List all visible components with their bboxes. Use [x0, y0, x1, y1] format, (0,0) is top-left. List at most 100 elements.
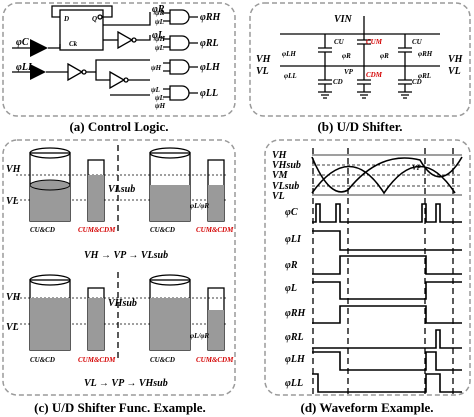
svg-text:VL: VL — [6, 322, 19, 333]
vl-left: VL — [256, 66, 269, 77]
svg-text:ψL: ψL — [155, 18, 164, 26]
and-gate-rh — [163, 9, 198, 25]
out-rh-label: φRH — [200, 12, 222, 23]
control-logic-schematic: D Q Ck φC φR φL φLI ψH ψL — [12, 4, 222, 110]
panel-d-frame — [264, 139, 471, 396]
svg-text:CD: CD — [333, 78, 343, 86]
svg-text:VLsub: VLsub — [108, 184, 135, 195]
svg-text:φRL: φRL — [285, 332, 304, 343]
psi-h-label: ψH — [151, 64, 162, 72]
svg-text:CUM: CUM — [366, 38, 383, 46]
example-arrow-top: VH → VP → VLsub — [84, 250, 168, 261]
vp-curve-1 — [311, 165, 456, 195]
caption-c: (c) U/D Shifter Func. Example. — [34, 400, 206, 415]
trace-phi-rl — [312, 329, 462, 349]
svg-text:φL: φL — [285, 283, 297, 294]
svg-text:φLL: φLL — [285, 378, 303, 389]
out-ll-label: φLL — [200, 88, 218, 99]
svg-text:CUM&CDM: CUM&CDM — [196, 226, 234, 234]
svg-text:CD: CD — [412, 78, 422, 86]
vh-right: VH — [448, 54, 464, 65]
svg-text:ψL: ψL — [155, 44, 164, 52]
svg-text:VM: VM — [272, 170, 289, 181]
svg-text:φC: φC — [285, 207, 298, 218]
svg-text:φLH: φLH — [285, 354, 306, 365]
svg-text:ψH: ψH — [155, 102, 166, 110]
example-arrow-bottom: VL → VP → VHsub — [84, 378, 168, 389]
caption-d: (d) Waveform Example. — [301, 400, 434, 415]
svg-text:VH: VH — [6, 164, 22, 175]
trace-phi-li — [312, 230, 462, 251]
svg-text:CUM&CDM: CUM&CDM — [78, 226, 116, 234]
panel-c-frame — [2, 139, 236, 396]
and-gate-ll — [163, 85, 198, 101]
svg-text:VH: VH — [272, 150, 288, 161]
svg-text:CDM: CDM — [366, 71, 383, 79]
ff-ck-label: Ck — [69, 40, 78, 48]
phi-r-b: φR — [342, 52, 351, 60]
flipflop — [59, 9, 104, 51]
cap-cum — [357, 34, 371, 66]
panel-a-frame — [2, 2, 236, 117]
phi-ll-b: φLL — [284, 72, 297, 80]
out-lh-label: φLH — [200, 62, 221, 73]
trace-phi-ll — [312, 373, 462, 393]
vh-left: VH — [256, 54, 272, 65]
psi-l-label: ψL — [151, 86, 160, 94]
phi-li-label: φLI — [16, 62, 33, 73]
svg-text:φR: φR — [380, 52, 389, 60]
vin-label: VIN — [334, 14, 353, 25]
svg-text:VH: VH — [6, 292, 22, 303]
svg-text:VHsub: VHsub — [108, 298, 137, 309]
phi-c-label: φC — [16, 37, 29, 48]
and-gate-lh — [163, 59, 198, 75]
ff-feedback-wire — [51, 5, 113, 18]
trace-phi-l — [312, 281, 462, 300]
inverter-l — [117, 30, 134, 50]
svg-text:CU&CD: CU&CD — [150, 226, 175, 234]
waveform-panel: VH VHsub VM VLsub VL VP φC φLI φR φL φRH… — [272, 148, 463, 395]
svg-text:ψL: ψL — [155, 94, 164, 102]
cap-cu-right — [398, 34, 412, 66]
out-rl-label: φRL — [200, 38, 219, 49]
svg-text:VL: VL — [6, 196, 19, 207]
svg-text:VLsub: VLsub — [272, 181, 299, 192]
caption-b: (b) U/D Shifter. — [317, 119, 402, 134]
phi-l-label: φL — [152, 30, 164, 41]
svg-text:CU&CD: CU&CD — [150, 356, 175, 364]
trace-phi-lh — [312, 351, 462, 371]
svg-text:CU: CU — [334, 38, 345, 46]
panel-b-frame — [249, 2, 471, 117]
trace-phi-r — [312, 255, 462, 275]
ff-d-label: D — [63, 15, 69, 23]
svg-text:φLI: φLI — [285, 234, 302, 245]
phi-rl-b: φRL — [418, 72, 431, 80]
svg-text:φL/φR: φL/φR — [190, 332, 209, 340]
phi-rh-b: φRH — [418, 50, 433, 58]
vp-label: VP — [344, 68, 354, 76]
buffer-c — [30, 39, 48, 57]
cap-cu-left — [318, 34, 332, 66]
svg-text:CU: CU — [412, 38, 423, 46]
svg-text:VL: VL — [272, 191, 285, 202]
ff-q-label: Q — [92, 15, 97, 23]
and-gate-rl — [163, 35, 198, 51]
ud-shifter-schematic: VIN CU CUM CU φR φR φLH φRH φLL φRL VH V… — [256, 14, 464, 99]
func-example: VH VL VLsub CU&CD CUM&CDM CU&CD CUM&CDM … — [6, 145, 234, 389]
vl-right: VL — [448, 66, 461, 77]
svg-text:φL/φR: φL/φR — [190, 202, 209, 210]
svg-text:φRH: φRH — [285, 308, 307, 319]
trace-phi-rh — [312, 305, 462, 324]
svg-text:ψH: ψH — [155, 35, 166, 43]
caption-a: (a) Control Logic. — [69, 119, 168, 134]
phi-r-label: φR — [152, 4, 165, 15]
svg-text:CUM&CDM: CUM&CDM — [196, 356, 234, 364]
vp-curve-2 — [311, 156, 463, 193]
svg-text:VHsub: VHsub — [272, 160, 301, 171]
svg-text:φR: φR — [285, 260, 298, 271]
svg-text:CU&CD: CU&CD — [30, 226, 55, 234]
svg-text:VP: VP — [412, 164, 422, 172]
phi-lh-b: φLH — [282, 50, 296, 58]
